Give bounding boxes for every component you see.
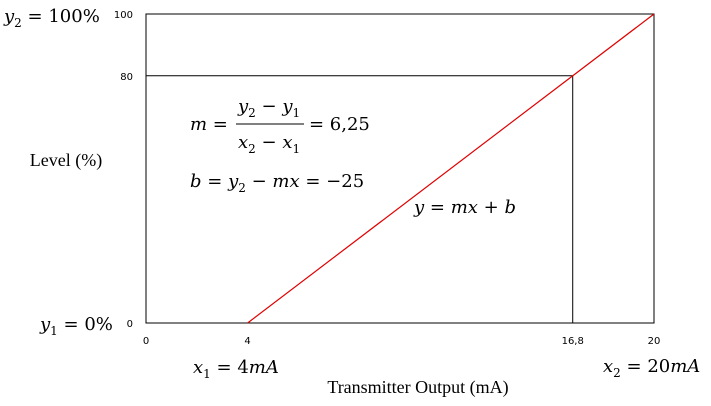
x-tick-label: 16,8 <box>562 336 584 347</box>
y-tick-label: 100 <box>114 10 133 21</box>
svg-text:= 6,25: = 6,25 <box>309 114 370 135</box>
level-series-line <box>247 13 655 324</box>
plot-frame <box>145 13 655 324</box>
x2-annotation: x2 = 20mA <box>603 356 700 380</box>
x-axis-title: Transmitter Output (mA) <box>327 377 508 398</box>
y2-annotation: y2 = 100% <box>3 6 100 30</box>
x-tick-label: 0 <box>143 336 149 347</box>
x-tick-label: 20 <box>648 336 661 347</box>
x-tick-labels: 0 4 16,8 20 <box>143 336 661 347</box>
line-equation: y = mx + b <box>413 197 516 218</box>
y-tick-label: 0 <box>127 319 133 330</box>
x1-annotation: x1 = 4mA <box>193 357 279 381</box>
y1-annotation: y1 = 0% <box>39 314 113 338</box>
x-tick-label: 4 <box>244 336 250 347</box>
svg-text:x2 − x1: x2 − x1 <box>238 132 300 156</box>
svg-text:y2 − y1: y2 − y1 <box>237 96 300 120</box>
intercept-equation: b = y2 − mx = −25 <box>190 171 364 195</box>
y-tick-labels: 0 80 100 <box>114 10 133 330</box>
slope-equation: m = y2 − y1 x2 − x1 = 6,25 <box>190 96 370 156</box>
svg-text:m =: m = <box>190 114 228 135</box>
y-axis-title: Level (%) <box>30 150 102 171</box>
y-tick-label: 80 <box>120 72 133 83</box>
